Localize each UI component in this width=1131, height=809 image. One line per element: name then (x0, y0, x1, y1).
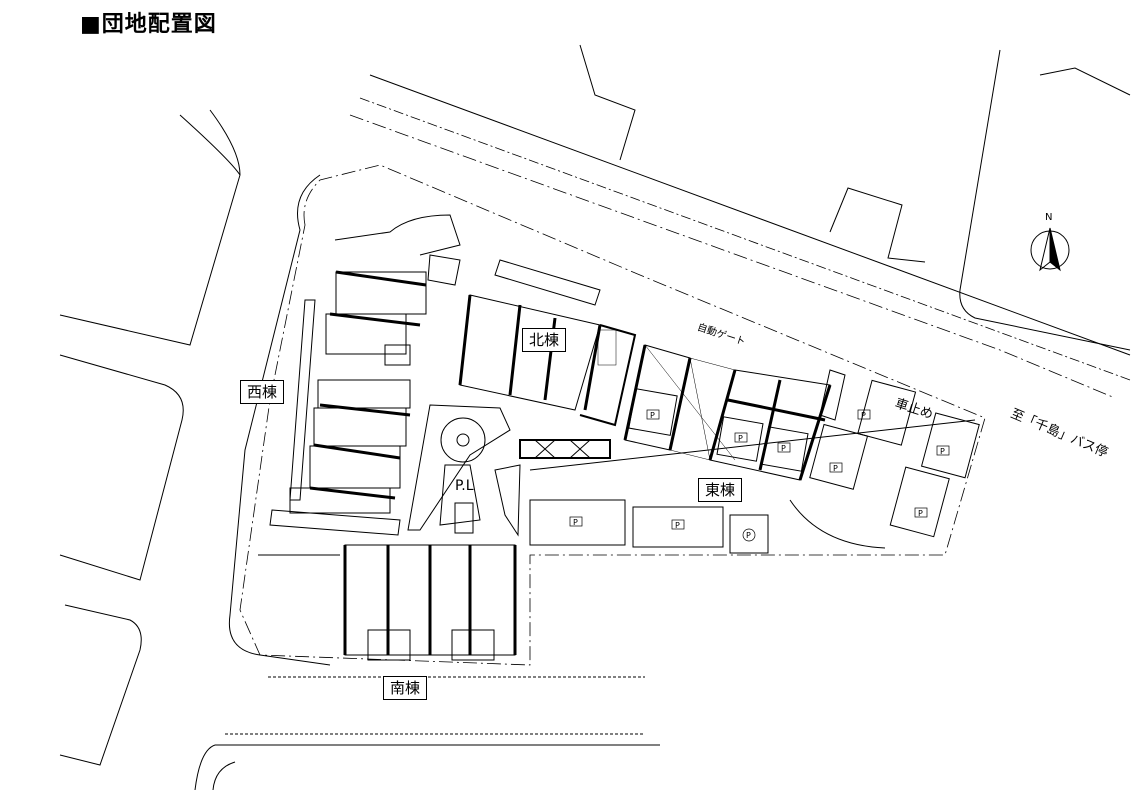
parking-mark: P (833, 464, 838, 473)
parking-mark: P (650, 411, 655, 420)
parking-mark: P (940, 447, 945, 456)
parking-mark: P (738, 434, 743, 443)
plaza (407, 404, 521, 537)
site-boundary (239, 164, 986, 666)
parking-mark: P (675, 521, 680, 530)
north-arrow-icon (1030, 227, 1070, 272)
car-stop-parking (809, 379, 980, 538)
north-wing-label: 北棟 (522, 328, 567, 352)
parking-mark: P (746, 531, 751, 540)
west-wing (269, 214, 461, 536)
south-wing (343, 544, 517, 661)
south-wing-label: 南棟 (383, 676, 428, 700)
playlot-label: P.L (455, 478, 474, 494)
parking-mark: P (573, 518, 578, 527)
parking-marks: P P P P P P P P P P (569, 409, 950, 542)
page-title: ■団地配置図 (80, 12, 217, 37)
east-wing-label: 東棟 (698, 478, 743, 502)
north-label: N (1045, 212, 1053, 223)
parking-mark: P (781, 444, 786, 453)
roads (59, 44, 1131, 791)
east-wing (529, 344, 976, 554)
parking-mark: P (861, 411, 866, 420)
west-wing-label: 西棟 (240, 380, 285, 404)
north-wing (427, 254, 637, 459)
parking-mark: P (918, 509, 923, 518)
